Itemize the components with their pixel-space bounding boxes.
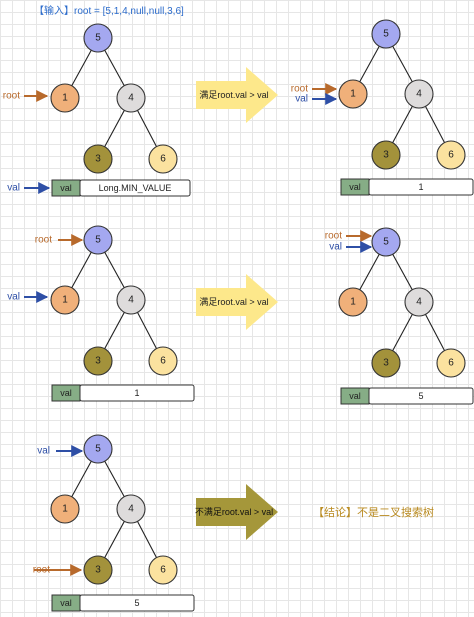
input-header: 【输入】root = [5,1,4,null,null,3,6] xyxy=(34,6,184,17)
panel5-node-left-value: 1 xyxy=(62,504,68,515)
root-pointer-label: root xyxy=(35,235,52,246)
panel5-node-right-left xyxy=(83,555,113,585)
panel2-node-right-value: 4 xyxy=(416,89,422,100)
panel4-node-right xyxy=(404,287,434,317)
root-pointer-label: root xyxy=(33,565,50,576)
step-arrow-label: 不满足root.val > val xyxy=(195,507,273,517)
panel4-node-root-value: 5 xyxy=(383,237,389,248)
panel4-node-right-right xyxy=(436,348,466,378)
val-pointer-label: val xyxy=(295,94,308,105)
step-arrow-label: 满足root.val > val xyxy=(199,90,268,100)
val-box-value: 1 xyxy=(134,388,139,398)
panel3-node-right-right xyxy=(148,346,178,376)
panel1-node-right xyxy=(116,83,146,113)
val-pointer-label: val xyxy=(37,446,50,457)
val-box-value-field xyxy=(79,594,195,612)
panel4-node-right-left xyxy=(371,348,401,378)
panel1-node-left-value: 1 xyxy=(62,93,68,104)
panel4-node-left xyxy=(338,287,368,317)
panel3-node-root-value: 5 xyxy=(95,235,101,246)
panel5-node-root xyxy=(83,434,113,464)
panel3-node-right-value: 4 xyxy=(128,295,134,306)
step-arrow-label: 满足root.val > val xyxy=(199,297,268,307)
panel1-node-right-right xyxy=(148,144,178,174)
panel3-node-left xyxy=(50,285,80,315)
panel2-node-left-value: 1 xyxy=(350,89,356,100)
panel3-node-right-left-value: 3 xyxy=(95,356,101,367)
val-box-value: 5 xyxy=(418,391,423,401)
panel2-node-right-right-value: 6 xyxy=(448,150,454,161)
panel2-node-left xyxy=(338,79,368,109)
panel1-node-right-left xyxy=(83,144,113,174)
panel5-node-left xyxy=(50,494,80,524)
panel5-node-root-value: 5 xyxy=(95,444,101,455)
panel1-node-right-left-value: 3 xyxy=(95,154,101,165)
panel2-node-root xyxy=(371,19,401,49)
val-pointer-label: val xyxy=(329,242,342,253)
val-box-tag-label: val xyxy=(60,183,72,193)
panel1-node-root xyxy=(83,23,113,53)
step-arrow xyxy=(196,274,278,330)
panel5-node-right xyxy=(116,494,146,524)
val-pointer-label: val xyxy=(7,292,20,303)
panel5-node-right-value: 4 xyxy=(128,504,134,515)
step-arrow xyxy=(196,67,278,123)
val-box-tag-label: val xyxy=(349,391,361,401)
val-box-tag-label: val xyxy=(60,598,72,608)
panel4-node-right-value: 4 xyxy=(416,297,422,308)
val-pointer-label: val xyxy=(7,183,20,194)
panel1-node-left xyxy=(50,83,80,113)
val-box-value: Long.MIN_VALUE xyxy=(99,183,172,193)
val-box-value: 1 xyxy=(418,182,423,192)
root-pointer-label: root xyxy=(291,84,308,95)
val-box-value-field xyxy=(79,384,195,402)
panel2-node-right-left-value: 3 xyxy=(383,150,389,161)
panel2-node-right-left xyxy=(371,140,401,170)
panel3-node-right-right-value: 6 xyxy=(160,356,166,367)
panel5-node-right-right xyxy=(148,555,178,585)
panel1-node-right-value: 4 xyxy=(128,93,134,104)
val-box-value-field xyxy=(79,179,191,197)
val-box-value-field xyxy=(368,178,474,196)
panel3-node-root xyxy=(83,225,113,255)
panel2-node-root-value: 5 xyxy=(383,29,389,40)
panel5-node-right-right-value: 6 xyxy=(160,565,166,576)
panel1-node-root-value: 5 xyxy=(95,33,101,44)
panel3-node-left-value: 1 xyxy=(62,295,68,306)
val-box-value-field xyxy=(368,387,474,405)
step-arrow xyxy=(196,484,278,540)
panel2-node-right xyxy=(404,79,434,109)
conclusion-text: 【结论】不是二叉搜索树 xyxy=(313,507,434,519)
panel4-node-right-right-value: 6 xyxy=(448,358,454,369)
panel3-node-right-left xyxy=(83,346,113,376)
root-pointer-label: root xyxy=(3,91,20,102)
val-box-tag-label: val xyxy=(60,388,72,398)
panel1-node-right-right-value: 6 xyxy=(160,154,166,165)
panel3-node-right xyxy=(116,285,146,315)
panel2-node-right-right xyxy=(436,140,466,170)
val-box-tag-label: val xyxy=(349,182,361,192)
panel4-node-left-value: 1 xyxy=(350,297,356,308)
root-pointer-label: root xyxy=(325,231,342,242)
panel5-node-right-left-value: 3 xyxy=(95,565,101,576)
val-box-value: 5 xyxy=(134,598,139,608)
panel4-node-right-left-value: 3 xyxy=(383,358,389,369)
